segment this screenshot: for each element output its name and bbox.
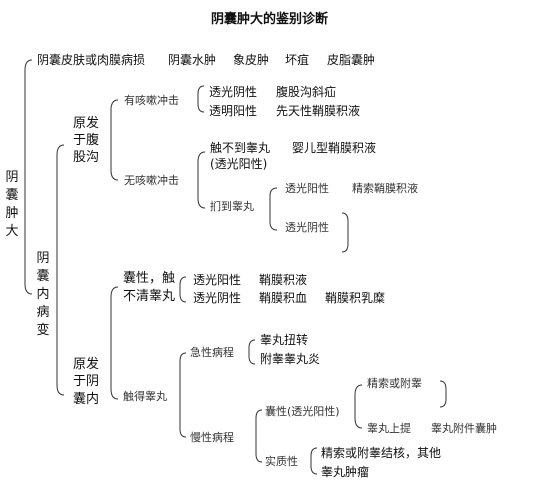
external-item-sebaceous-cyst: 皮脂囊肿 — [327, 53, 376, 67]
internal-label-char: 病 — [36, 305, 50, 320]
testicular-appendage-cyst: 睾丸附件囊肿 — [431, 422, 497, 435]
no-testis-label: 触不到睾丸 — [210, 141, 271, 155]
root-label-char: 肿 — [5, 206, 19, 221]
acute-course-label: 急性病程 — [190, 346, 234, 359]
transillumination-negative-label: 透光阴性 — [285, 221, 329, 234]
diagram-title: 阴囊肿大的鉴别诊断 — [211, 12, 329, 27]
internal-label-char: 囊 — [36, 269, 50, 284]
root-label: 阴 囊 肿 大 — [5, 169, 19, 241]
testis-palpable-scrotal-label: 触得睾丸 — [123, 390, 167, 403]
cough-row-1-diagnosis: 腹股沟斜疝 — [276, 85, 337, 99]
testis-palpable-label: 扪到睾丸 — [210, 200, 254, 213]
no-cough-impulse-label: 无咳嗽冲击 — [124, 174, 179, 187]
scrotal-origin-label-line: 于阴 — [73, 374, 100, 389]
solid-label: 实质性 — [265, 455, 298, 468]
inguinal-origin-label-line: 于腹 — [73, 133, 100, 148]
hematocele: 鞘膜积血 — [259, 291, 308, 305]
inguinal-origin-label-line: 股沟 — [73, 150, 100, 165]
internal-lesion-label: 阴 囊 内 病 变 — [36, 250, 50, 340]
external-item-elephantiasis: 象皮肿 — [233, 53, 270, 67]
internal-label-char: 变 — [36, 323, 50, 338]
infantile-hydrocele: 婴儿型鞘膜积液 — [292, 141, 377, 155]
cystic-row-1-transillumination: 透光阳性 — [193, 273, 242, 287]
external-item-gangrene: 坏疽 — [285, 53, 310, 67]
cough-impulse-label: 有咳嗽冲击 — [124, 94, 179, 107]
internal-label-char: 内 — [36, 287, 50, 302]
spermatic-cord-hydrocele: 精索鞘膜积液 — [352, 182, 418, 195]
inguinal-origin-label-line: 原发 — [73, 116, 100, 131]
cord-or-epididymis-tuberculosis: 精索或附睾结核，其他 — [321, 446, 442, 460]
root-label-char: 囊 — [5, 188, 19, 203]
cough-row-2-diagnosis: 先天性鞘膜积液 — [276, 104, 361, 118]
chylocele: 鞘膜积乳糜 — [325, 291, 386, 305]
testicular-tumor: 睾丸肿瘤 — [321, 465, 370, 479]
root-label-char: 阴 — [5, 170, 19, 185]
hydrocele: 鞘膜积液 — [259, 273, 308, 287]
cough-row-1-transillumination: 透光阴性 — [209, 85, 258, 99]
cord-or-epididymis: 精索或附睾 — [367, 377, 422, 390]
epididymo-orchitis: 附睾睾丸炎 — [260, 352, 321, 366]
scrotal-origin-label-line: 囊内 — [73, 392, 100, 407]
internal-label-char: 阴 — [36, 251, 50, 266]
cystic-no-testis-label-line: 囊性，触 — [123, 271, 176, 286]
external-item-edema: 阴囊水肿 — [168, 53, 217, 67]
external-item-skin-lesion: 阴囊皮肤或肉膜病损 — [37, 53, 146, 67]
transillumination-positive-label: 透光阳性 — [285, 182, 329, 195]
chronic-cystic-label: 囊性(透光阳性) — [265, 405, 340, 418]
testicular-torsion: 睾丸扭转 — [260, 333, 309, 347]
retractile-testis: 睾丸上提 — [367, 422, 411, 435]
no-testis-sublabel: (透光阳性) — [210, 157, 268, 171]
cystic-no-testis-label-line: 不清睾丸 — [123, 289, 176, 304]
root-label-char: 大 — [5, 224, 19, 239]
cystic-row-2-transillumination: 透光阴性 — [193, 291, 242, 305]
chronic-course-label: 慢性病程 — [190, 431, 234, 444]
cough-row-2-transillumination: 透明阳性 — [209, 104, 258, 118]
scrotal-origin-label-line: 原发 — [73, 357, 100, 372]
